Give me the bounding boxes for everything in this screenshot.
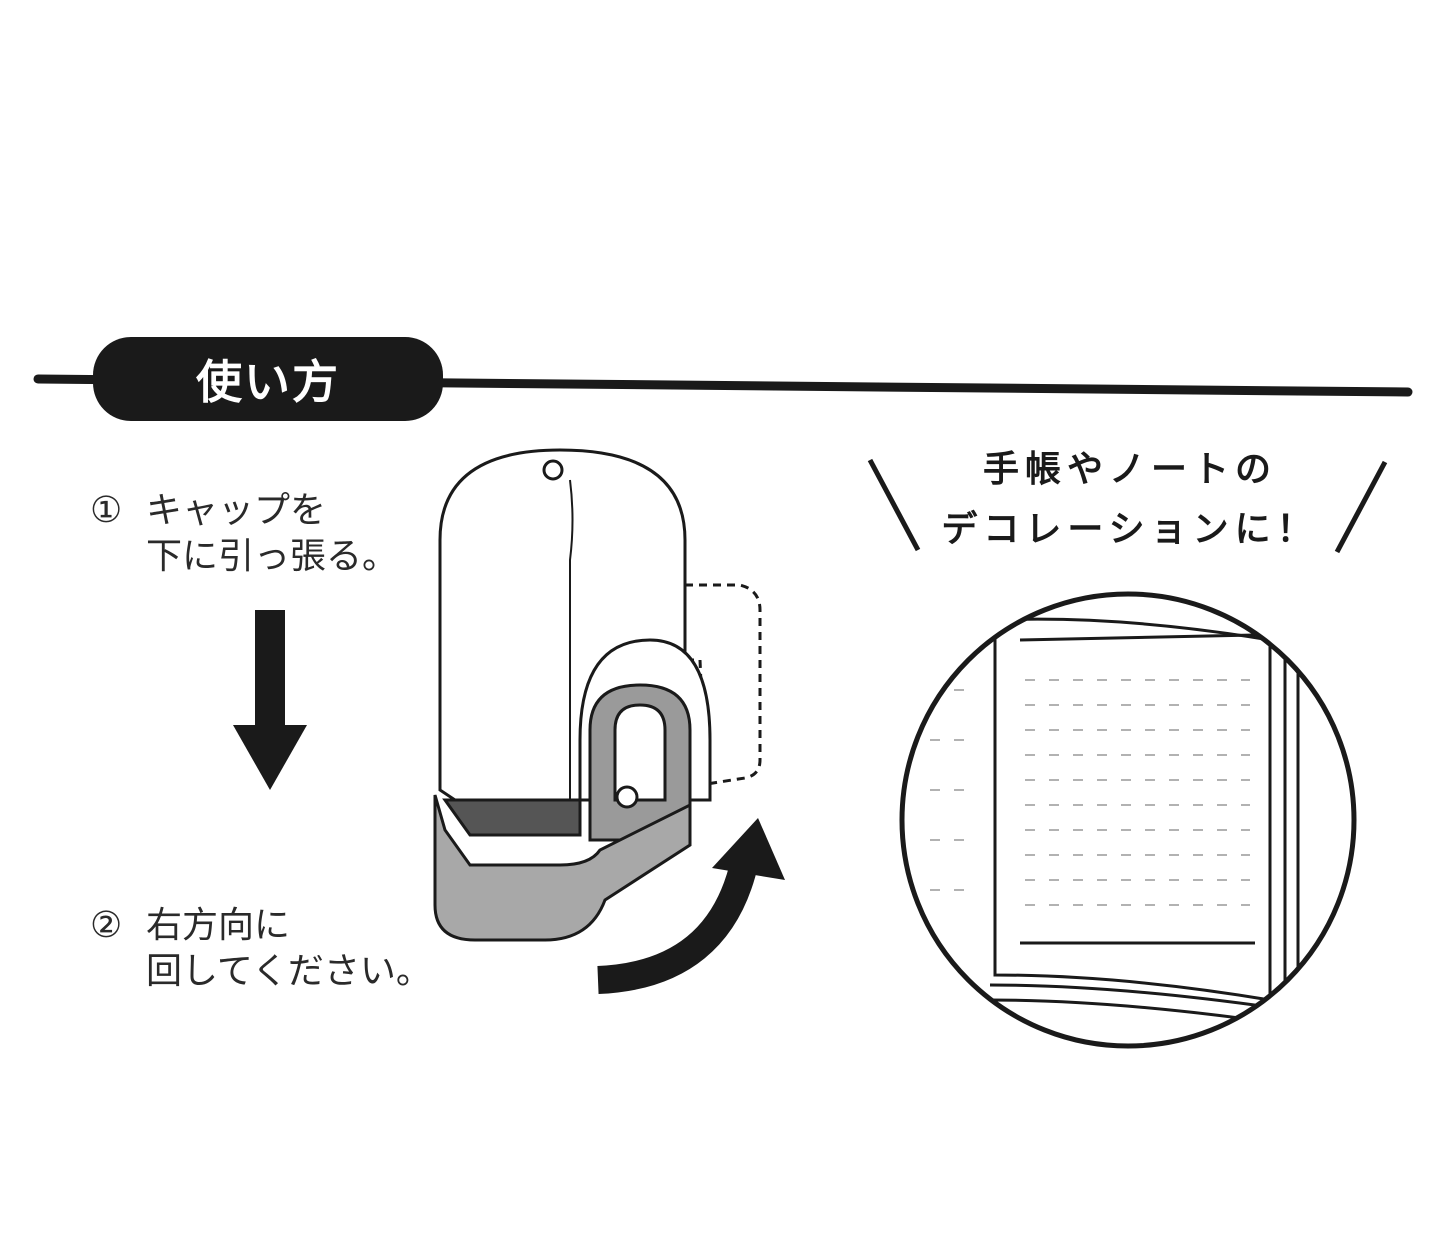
step-number: ① (90, 490, 123, 531)
step-text: 右方向に (146, 905, 291, 946)
stamp-illustration (433, 448, 762, 942)
caption-slash-right (1334, 460, 1388, 554)
step-text: 回してください。 (146, 951, 432, 992)
section-title: 使い方 (93, 337, 443, 421)
decoration-caption: 手帳やノートの デコレーションに！ (930, 440, 1330, 560)
step-2: ② 右方向に 回してください。 (90, 903, 432, 995)
curved-arrow-icon (597, 818, 785, 994)
caption-line-1: 手帳やノートの (982, 449, 1277, 490)
step-number: ② (90, 905, 123, 946)
step-text: キャップを (146, 490, 327, 531)
notebook-decoration-illustration (899, 591, 1357, 1049)
step-1: ① キャップを 下に引っ張る。 (90, 488, 398, 580)
step-text: 下に引っ張る。 (146, 536, 399, 577)
down-arrow-icon (233, 610, 307, 790)
caption-slash-left (867, 458, 921, 552)
caption-line-2: デコレーションに！ (941, 509, 1319, 550)
